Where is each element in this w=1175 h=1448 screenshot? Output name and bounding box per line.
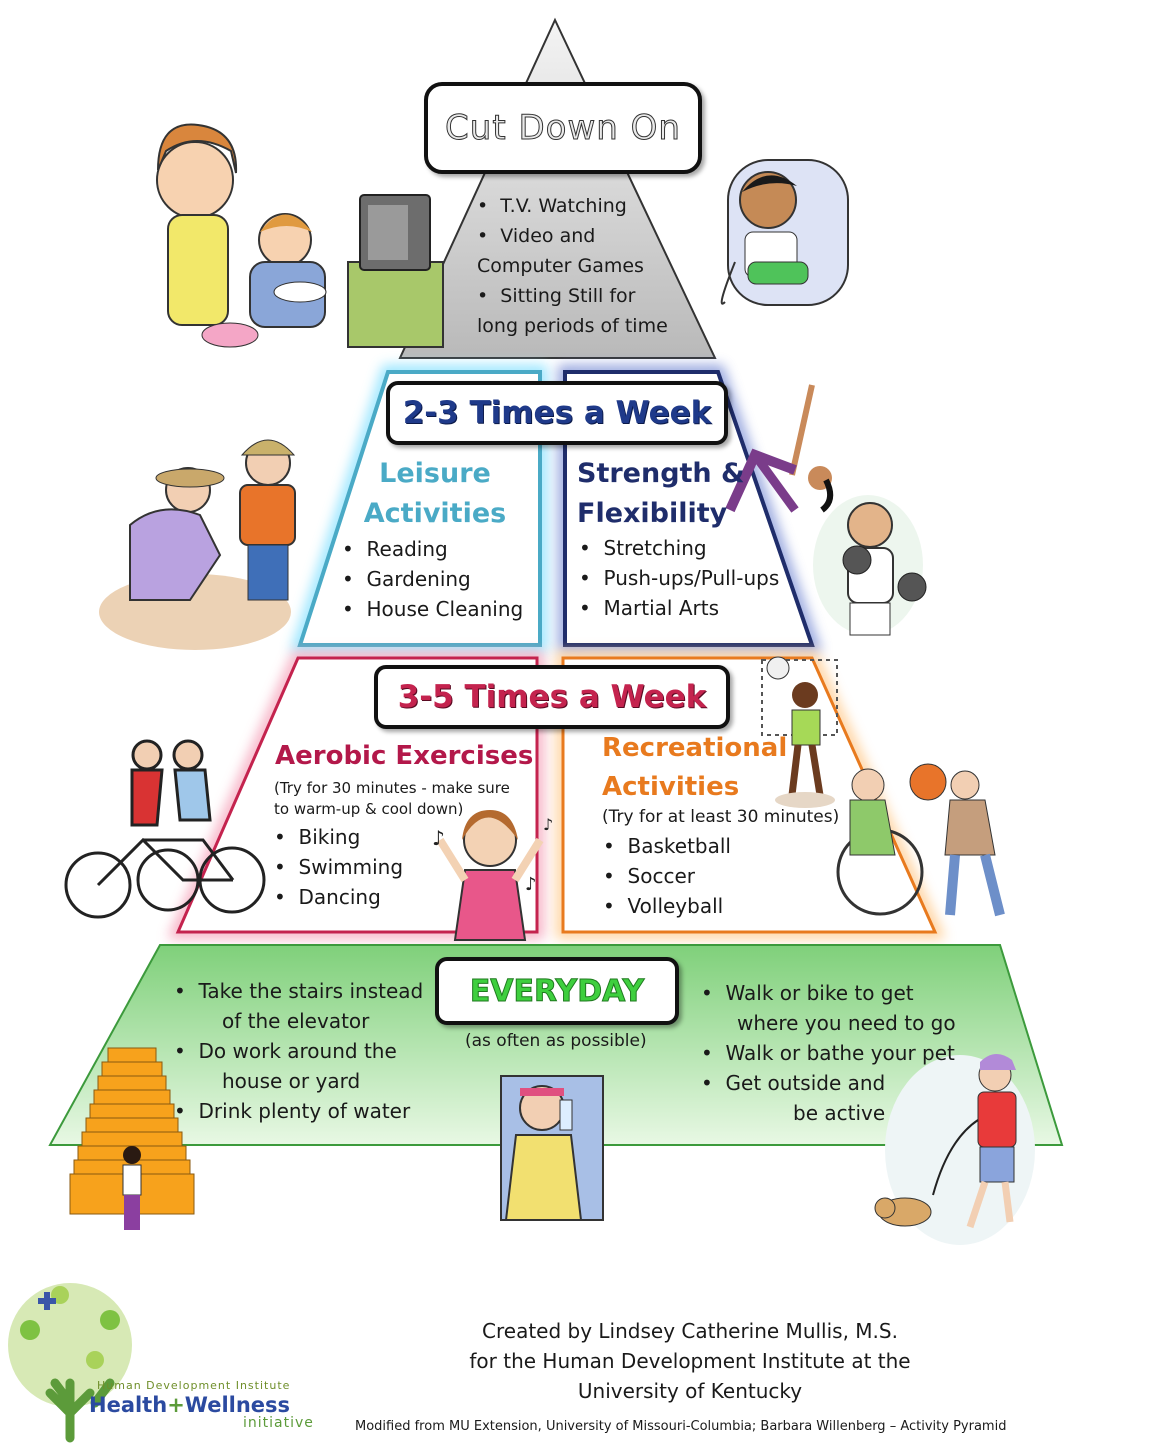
three-five-times-title: 3-5 Times a Week bbox=[397, 679, 707, 715]
credits-line: for the Human Development Institute at t… bbox=[469, 1349, 911, 1373]
recreational-item: Volleyball bbox=[627, 894, 724, 918]
strength-item: Stretching bbox=[603, 536, 707, 560]
cut-item: T.V. Watching bbox=[500, 195, 627, 217]
children-eating-clipart bbox=[156, 123, 327, 348]
cut-item: Video and bbox=[500, 225, 596, 247]
logo-tree-icon bbox=[8, 1283, 132, 1443]
everyday-left-list: • Take the stairs instead of the elevato… bbox=[174, 979, 424, 1123]
leisure-item: Reading bbox=[366, 537, 448, 561]
recreational-item: Soccer bbox=[627, 864, 695, 888]
everyday-item: be active bbox=[793, 1101, 886, 1125]
cut-item: Sitting Still for bbox=[500, 285, 636, 307]
gardeners-clipart bbox=[99, 439, 296, 650]
logo-sub: initiative bbox=[243, 1415, 314, 1431]
aerobic-item: Swimming bbox=[298, 855, 404, 879]
tandem-bike-clipart bbox=[64, 739, 266, 919]
everyday-item: house or yard bbox=[222, 1069, 361, 1093]
recreational-heading: Recreational Activities bbox=[602, 733, 788, 802]
svg-text:♪: ♪ bbox=[525, 874, 537, 895]
weightlifter-clipart bbox=[813, 495, 927, 636]
tv-clipart bbox=[347, 194, 444, 348]
recreational-note: (Try for at least 30 minutes) bbox=[602, 807, 840, 827]
everyday-base bbox=[48, 944, 1064, 1146]
two-three-times-title-box: 2-3 Times a Week bbox=[386, 381, 728, 445]
everyday-item: Take the stairs instead bbox=[198, 979, 424, 1003]
top-tier-triangle bbox=[398, 17, 717, 359]
aerobic-list: • Biking • Swimming • Dancing bbox=[274, 825, 404, 909]
everyday-title-box: EVERYDAY bbox=[435, 957, 679, 1025]
svg-text:♪: ♪ bbox=[432, 826, 445, 850]
leisure-item: Gardening bbox=[366, 567, 471, 591]
leisure-item: House Cleaning bbox=[366, 597, 524, 621]
leisure-list: • Reading • Gardening • House Cleaning bbox=[342, 537, 524, 621]
everyday-item: Drink plenty of water bbox=[198, 1099, 411, 1123]
cut-down-on-title: Cut Down On bbox=[445, 108, 681, 149]
logo-org: Human Development Institute bbox=[97, 1379, 291, 1392]
recreational-item: Basketball bbox=[627, 834, 731, 858]
aerobic-item: Biking bbox=[298, 825, 361, 849]
basketball-players-clipart bbox=[836, 763, 1005, 917]
aerobic-heading: Aerobic Exercises bbox=[275, 741, 534, 771]
credits-line: Created by Lindsey Catherine Mullis, M.S… bbox=[482, 1319, 898, 1343]
strength-list: • Stretching • Push-ups/Pull-ups • Marti… bbox=[579, 536, 780, 620]
cut-item: long periods of time bbox=[477, 315, 668, 337]
everyday-item: Do work around the bbox=[198, 1039, 397, 1063]
recreational-list: • Basketball • Soccer • Volleyball bbox=[603, 834, 731, 918]
aerobic-item: Dancing bbox=[298, 885, 381, 909]
everyday-right-list: • Walk or bike to get where you need to … bbox=[701, 981, 956, 1125]
everyday-title: EVERYDAY bbox=[469, 973, 645, 1009]
everyday-subtitle: (as often as possible) bbox=[465, 1031, 647, 1051]
credits-line: University of Kentucky bbox=[577, 1379, 803, 1403]
leisure-heading: Leisure Activities bbox=[363, 458, 507, 529]
cut-down-on-title-box: Cut Down On bbox=[424, 82, 702, 174]
two-three-times-title: 2-3 Times a Week bbox=[402, 395, 712, 431]
yoga-woman-clipart bbox=[725, 384, 834, 513]
gaming-boy-clipart bbox=[720, 159, 849, 306]
stairs-clipart bbox=[69, 1047, 195, 1230]
dancing-girl-clipart: ♪ ♪ ♪ bbox=[432, 810, 553, 941]
credits-block: Created by Lindsey Catherine Mullis, M.S… bbox=[400, 1316, 980, 1406]
everyday-item: of the elevator bbox=[222, 1009, 370, 1033]
logo-name: Health+Wellness bbox=[89, 1393, 291, 1417]
everyday-item: Get outside and bbox=[725, 1071, 886, 1095]
cut-item: Computer Games bbox=[477, 255, 644, 277]
strength-item: Martial Arts bbox=[603, 596, 719, 620]
modified-note: Modified from MU Extension, University o… bbox=[355, 1419, 1007, 1434]
everyday-item: Walk or bathe your pet bbox=[725, 1041, 955, 1065]
strength-heading: Strength & Flexibility bbox=[577, 458, 745, 529]
three-five-times-title-box: 3-5 Times a Week bbox=[374, 665, 730, 729]
everyday-item: where you need to go bbox=[737, 1011, 956, 1035]
everyday-item: Walk or bike to get bbox=[725, 981, 914, 1005]
volleyball-player-clipart bbox=[761, 656, 838, 808]
cut-down-list: • T.V. Watching • Video and Computer Gam… bbox=[477, 195, 668, 337]
strength-item: Push-ups/Pull-ups bbox=[603, 566, 780, 590]
drinking-woman-clipart bbox=[500, 1075, 604, 1221]
aerobic-note: (Try for 30 minutes - make sure to warm-… bbox=[274, 779, 510, 818]
dog-walker-clipart bbox=[874, 1053, 1035, 1245]
svg-text:♪: ♪ bbox=[543, 815, 553, 834]
